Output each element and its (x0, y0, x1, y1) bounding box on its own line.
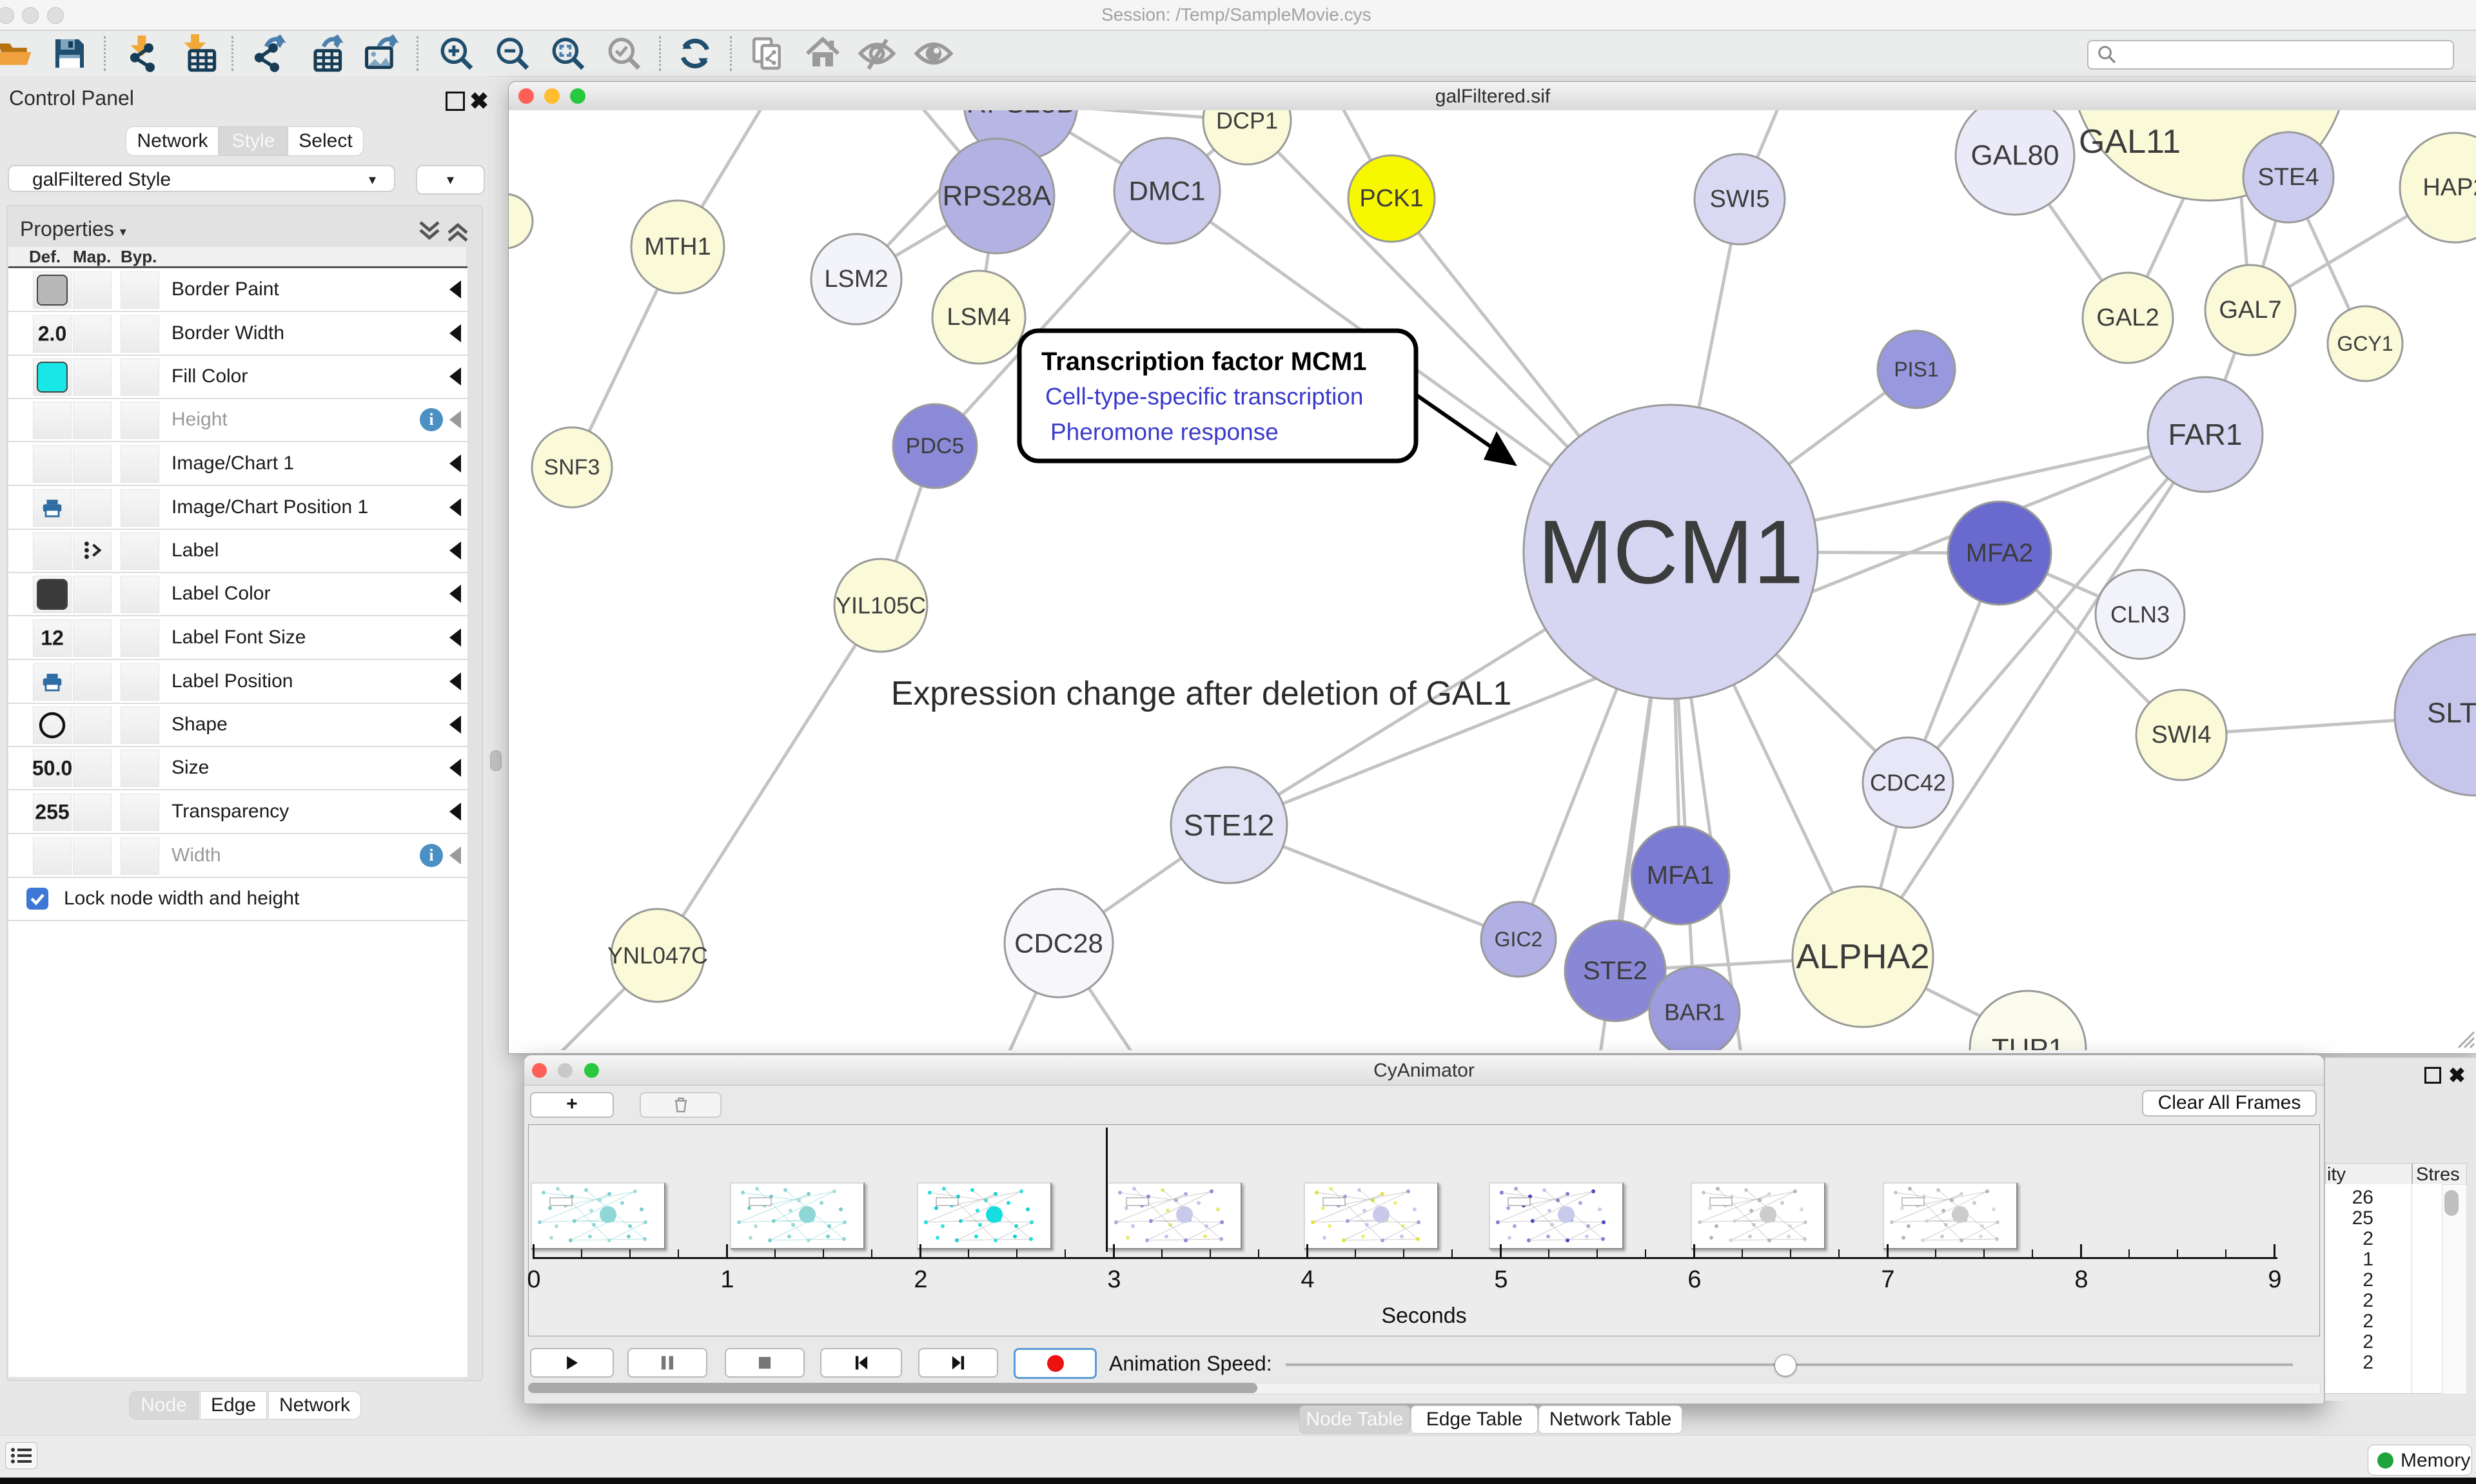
svg-text:Cell-type-specific transcripti: Cell-type-specific transcription (1045, 384, 1364, 410)
svg-text:PIS1: PIS1 (1894, 358, 1938, 381)
svg-text:PDC5: PDC5 (906, 434, 965, 458)
svg-text:SLT2: SLT2 (2427, 698, 2476, 729)
svg-text:SWI5: SWI5 (1710, 186, 1770, 213)
svg-text:YIL105C: YIL105C (836, 592, 926, 619)
svg-text:SNF3: SNF3 (544, 455, 600, 480)
svg-text:MFA1: MFA1 (1647, 861, 1714, 890)
svg-text:CDC42: CDC42 (1870, 770, 1946, 796)
svg-text:LSM2: LSM2 (824, 266, 888, 293)
svg-text:Expression change after deleti: Expression change after deletion of GAL1 (891, 675, 1512, 712)
svg-text:Pheromone response: Pheromone response (1050, 419, 1279, 445)
svg-text:TUP1: TUP1 (1992, 1033, 2064, 1051)
svg-text:BAR1: BAR1 (1664, 999, 1725, 1026)
svg-text:ALPHA2: ALPHA2 (1796, 937, 1929, 976)
svg-text:MFA2: MFA2 (1966, 539, 2033, 567)
svg-text:SWI4: SWI4 (2152, 721, 2212, 748)
svg-text:MCM1: MCM1 (1538, 502, 1803, 603)
svg-text:GAL2: GAL2 (2096, 304, 2159, 331)
svg-text:HAP2: HAP2 (2422, 174, 2476, 201)
svg-text:Transcription factor MCM1: Transcription factor MCM1 (1041, 347, 1367, 376)
svg-text:GCY1: GCY1 (2337, 332, 2393, 355)
svg-text:GAL80: GAL80 (1971, 140, 2059, 171)
svg-text:RPS28B: RPS28B (967, 110, 1076, 119)
svg-text:MTH1: MTH1 (644, 233, 711, 260)
svg-text:PCK1: PCK1 (1359, 185, 1423, 212)
svg-text:GIC2: GIC2 (1495, 928, 1543, 951)
svg-text:STE2: STE2 (1583, 957, 1647, 985)
svg-text:FAR1: FAR1 (2168, 418, 2242, 451)
svg-text:GAL7: GAL7 (2219, 297, 2281, 324)
svg-text:GAL11: GAL11 (2079, 123, 2181, 161)
svg-text:DCP1: DCP1 (1216, 110, 1278, 134)
svg-text:RPS28A: RPS28A (943, 181, 1052, 212)
svg-text:YNL047C: YNL047C (607, 942, 708, 969)
svg-text:CLN3: CLN3 (2110, 601, 2170, 628)
svg-text:STE12: STE12 (1184, 808, 1275, 842)
svg-text:DMC1: DMC1 (1128, 176, 1205, 206)
svg-text:LSM4: LSM4 (947, 304, 1010, 331)
svg-text:STE4: STE4 (2257, 164, 2319, 191)
svg-text:CDC28: CDC28 (1014, 928, 1103, 959)
